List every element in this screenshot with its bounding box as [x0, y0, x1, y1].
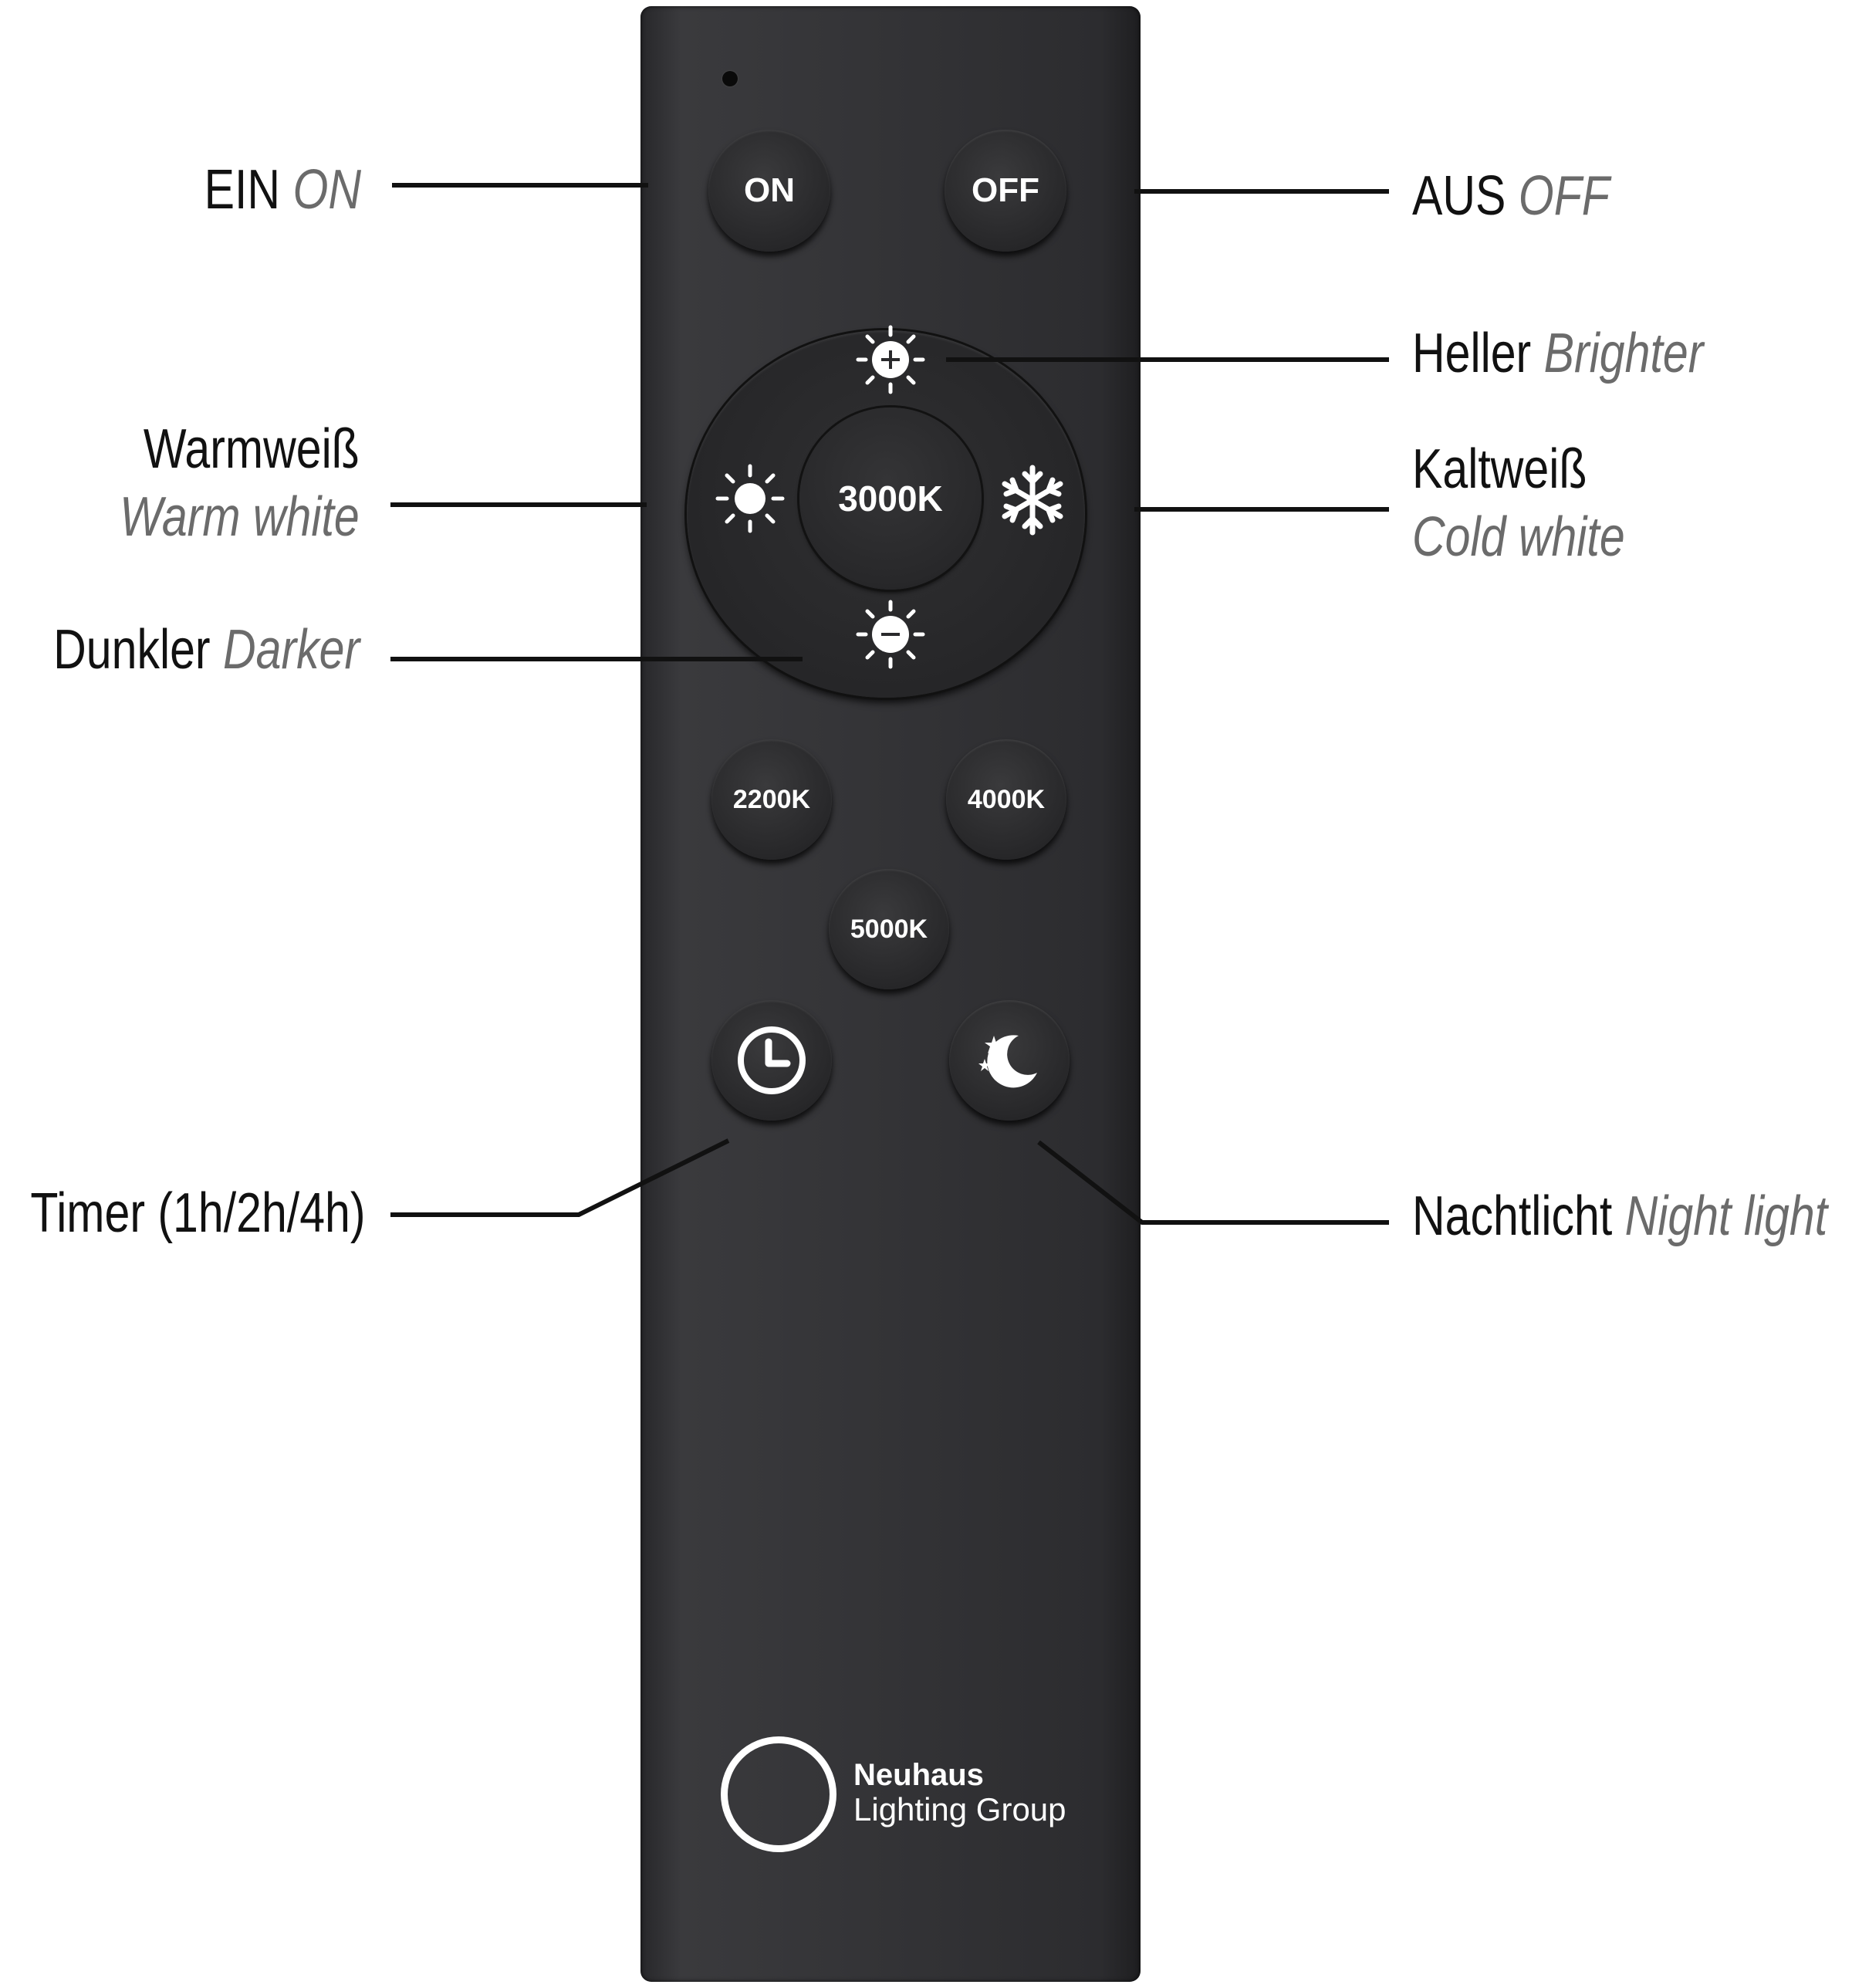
snowflake-icon[interactable] [995, 463, 1070, 537]
label-off: AUS OFF [1412, 165, 1610, 227]
moon-stars-icon [978, 1035, 1037, 1088]
label-on: EIN ON [204, 159, 361, 221]
brand-logo-ring [721, 1736, 836, 1852]
off-button[interactable]: OFF [945, 130, 1066, 252]
label-darker: Dunkler Darker [52, 619, 360, 681]
brand-name: Neuhaus [853, 1758, 984, 1792]
callout-line-night [1037, 1140, 1389, 1225]
timer-button[interactable] [711, 1000, 832, 1121]
color-temp-5000k-button[interactable]: 5000K [829, 869, 949, 989]
sun-plus-icon[interactable] [853, 323, 928, 397]
label-brighter: Heller Brighter [1412, 323, 1704, 384]
label-night-light: Nachtlicht Night light [1412, 1185, 1828, 1247]
label-warm-white: Warmweiß Warm white [120, 418, 360, 548]
clock-icon [738, 1026, 806, 1094]
label-timer: Timer (1h/2h/4h) [30, 1182, 366, 1244]
on-button[interactable]: ON [708, 130, 830, 252]
color-temp-4000k-button[interactable]: 4000K [946, 739, 1066, 860]
brand-subtitle: Lighting Group [853, 1791, 1066, 1827]
label-cold-white: Kaltweiß Cold white [1412, 438, 1625, 568]
callout-line-timer [390, 1138, 730, 1217]
color-temp-2200k-button[interactable]: 2200K [711, 739, 832, 860]
sun-icon[interactable] [715, 463, 786, 534]
status-led [722, 71, 738, 86]
sun-minus-icon[interactable] [853, 597, 928, 671]
color-temp-3000k-button[interactable]: 3000K [799, 407, 982, 590]
night-light-button[interactable] [949, 1000, 1070, 1121]
